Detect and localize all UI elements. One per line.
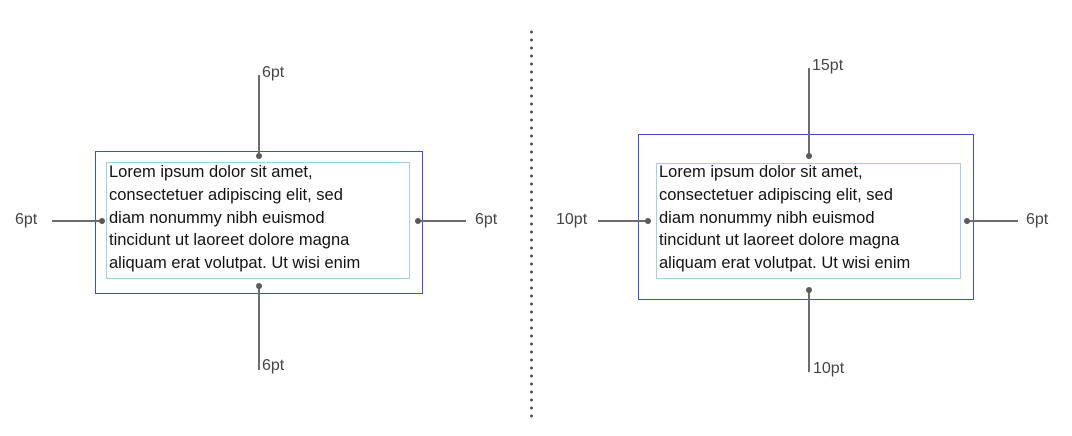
left-callout-dot bbox=[645, 218, 651, 224]
left-callout-line bbox=[52, 220, 103, 222]
right-padding-label: 6pt bbox=[1026, 211, 1049, 228]
top-callout-line bbox=[258, 75, 260, 156]
top-padding-label: 6pt bbox=[262, 64, 285, 81]
bottom-padding-label: 6pt bbox=[262, 357, 285, 374]
inner-text-box bbox=[656, 163, 961, 279]
sample-text: Lorem ipsum dolor sit amet, consectetuer… bbox=[109, 163, 361, 273]
right-padding-label: 6pt bbox=[475, 211, 498, 228]
left-padding-label: 6pt bbox=[15, 211, 38, 228]
bottom-callout-line bbox=[258, 285, 260, 370]
left-callout-line bbox=[598, 220, 649, 222]
sample-text: Lorem ipsum dolor sit amet, consectetuer… bbox=[659, 163, 911, 273]
bottom-callout-line bbox=[808, 291, 810, 372]
top-callout-dot bbox=[256, 153, 262, 159]
left-padding-label: 10pt bbox=[556, 211, 588, 228]
right-callout-line bbox=[417, 220, 466, 222]
right-callout-dot bbox=[964, 218, 970, 224]
dotted-divider bbox=[530, 28, 533, 420]
top-callout-line bbox=[808, 68, 810, 156]
bottom-callout-dot bbox=[806, 287, 812, 293]
top-padding-label: 15pt bbox=[812, 57, 844, 74]
right-callout-line bbox=[967, 220, 1018, 222]
outer-container-box bbox=[638, 134, 974, 300]
top-callout-dot bbox=[806, 153, 812, 159]
bottom-callout-dot bbox=[256, 283, 262, 289]
left-callout-dot bbox=[99, 218, 105, 224]
inner-text-box bbox=[106, 162, 410, 279]
bottom-padding-label: 10pt bbox=[813, 360, 845, 377]
right-callout-dot bbox=[415, 218, 421, 224]
